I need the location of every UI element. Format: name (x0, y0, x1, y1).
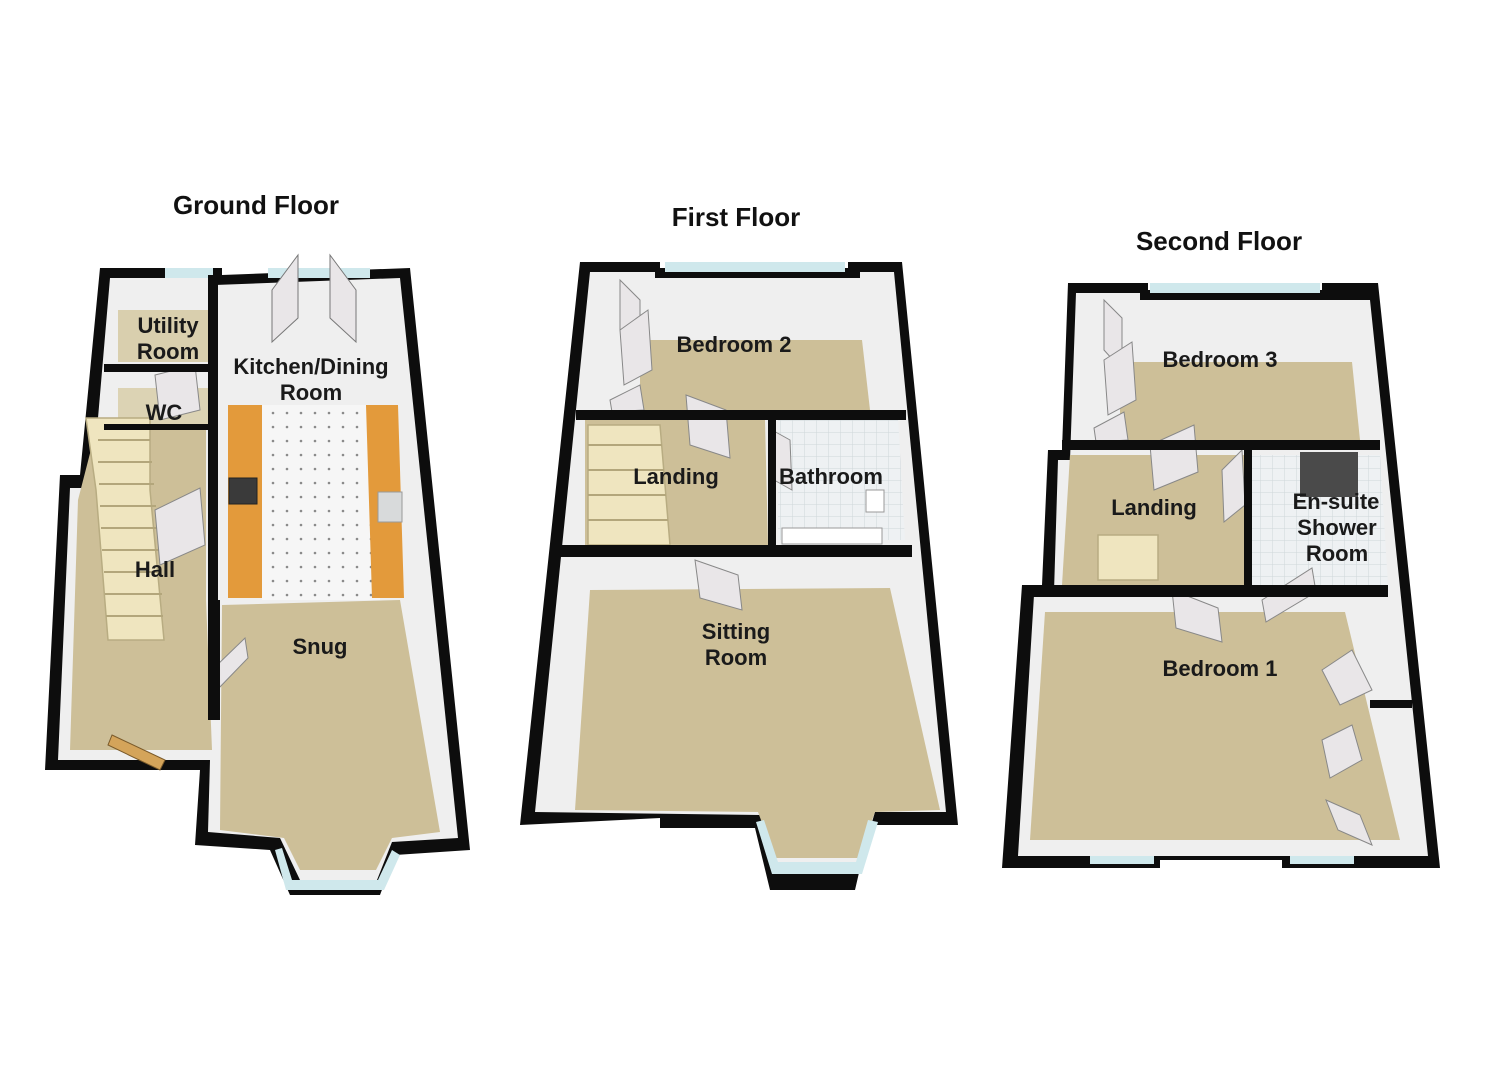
ground-internal-wall (208, 275, 218, 605)
french-door-right (329, 253, 357, 344)
french-door-left (271, 253, 299, 344)
shower-enclosure (1300, 452, 1358, 497)
room-labels: Utility Room Kitchen/Dining Room WC Hall… (135, 313, 1380, 681)
front-door (107, 734, 166, 771)
kitchen-dining-label: Room (280, 380, 342, 405)
sink (377, 491, 403, 523)
second-floor-plan (1002, 283, 1440, 868)
wardrobe-door (1325, 799, 1373, 846)
bedroom-2-floor (640, 340, 870, 410)
wardrobe-door (1103, 341, 1137, 416)
utility-room-label: Utility (137, 313, 199, 338)
floor-titles: Ground Floor First Floor Second Floor (173, 190, 1302, 256)
wardrobe-door (1321, 724, 1363, 779)
second-landing-label: Landing (1111, 495, 1197, 520)
sitting-room-label: Room (705, 645, 767, 670)
bedroom-3-window (1150, 283, 1320, 293)
ground-floor-plan (45, 253, 470, 895)
utility-window (165, 268, 213, 278)
toilet (865, 489, 885, 513)
first-floor-title: First Floor (672, 202, 801, 232)
first-internal-wall (768, 410, 776, 550)
utility-room-floor (118, 310, 210, 362)
en-suite-label: Room (1306, 541, 1368, 566)
snug-label: Snug (293, 634, 348, 659)
ground-floor-title: Ground Floor (173, 190, 339, 220)
snug-bay-window (275, 848, 400, 890)
wardrobe-door (619, 309, 653, 386)
wc-label: WC (146, 400, 183, 425)
sitting-room-door (694, 559, 743, 611)
bedroom-1-floor (1030, 612, 1400, 840)
second-internal-wall (1370, 700, 1412, 708)
bathroom-label: Bathroom (779, 464, 883, 489)
sitting-room-bay-window (756, 820, 878, 874)
second-stair-top (1097, 534, 1159, 581)
second-internal-wall (1062, 440, 1380, 450)
ground-staircase (85, 417, 165, 641)
ground-internal-wall (208, 600, 220, 720)
kitchen-dining-label: Kitchen/Dining (233, 354, 388, 379)
bath (781, 527, 883, 545)
second-internal-wall (1030, 585, 1230, 597)
first-landing-label: Landing (633, 464, 719, 489)
first-internal-wall (748, 545, 912, 557)
hall-label: Hall (135, 557, 175, 582)
bedroom-1-door (1171, 589, 1223, 643)
en-suite-label: En-suite (1293, 489, 1380, 514)
bedroom-3-label: Bedroom 3 (1163, 347, 1278, 372)
bedroom-2-window (665, 262, 845, 272)
utility-room-label: Room (137, 339, 199, 364)
en-suite-label: Shower (1297, 515, 1377, 540)
second-internal-wall (1244, 450, 1252, 590)
kitchen-window (268, 268, 370, 278)
bedroom-1-window (1090, 856, 1154, 864)
hob (228, 477, 258, 505)
second-floor-title: Second Floor (1136, 226, 1302, 256)
bedroom-1-label: Bedroom 1 (1163, 656, 1278, 681)
sitting-room-floor (575, 588, 940, 858)
sitting-room-label: Sitting (702, 619, 770, 644)
hall-door (154, 487, 206, 566)
bedroom-1-window (1290, 856, 1354, 864)
ground-internal-wall (104, 364, 214, 372)
bedroom-2-label: Bedroom 2 (677, 332, 792, 357)
first-internal-wall (576, 410, 906, 420)
wardrobe-door (1321, 649, 1373, 706)
second-internal-wall (1228, 585, 1388, 597)
first-floor-plan (520, 262, 958, 890)
kitchen-tiled-floor (255, 405, 380, 600)
snug-floor (220, 600, 440, 870)
first-internal-wall (560, 545, 750, 557)
ground-internal-wall (104, 424, 214, 430)
bedroom-3-floor (1120, 362, 1360, 440)
